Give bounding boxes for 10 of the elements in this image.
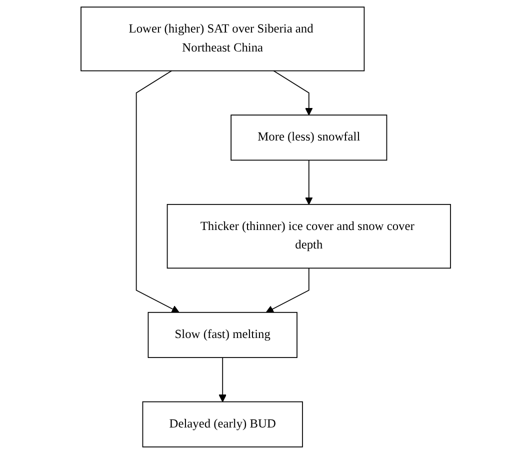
node-box: Lower (higher) SAT over Siberia and Northeast China (80, 6, 364, 72)
node-box: Thicker (thinner) ice cover and snow cover depth (166, 204, 451, 269)
arrow (218, 357, 226, 402)
arrow (304, 160, 313, 205)
node-box: Slow (fast) melting (148, 312, 298, 358)
node-box: Delayed (early) BUD (142, 401, 303, 448)
arrow (266, 268, 310, 313)
arrow (272, 70, 313, 116)
node-box: More (less) snowfall (230, 114, 387, 161)
arrow (136, 70, 180, 313)
